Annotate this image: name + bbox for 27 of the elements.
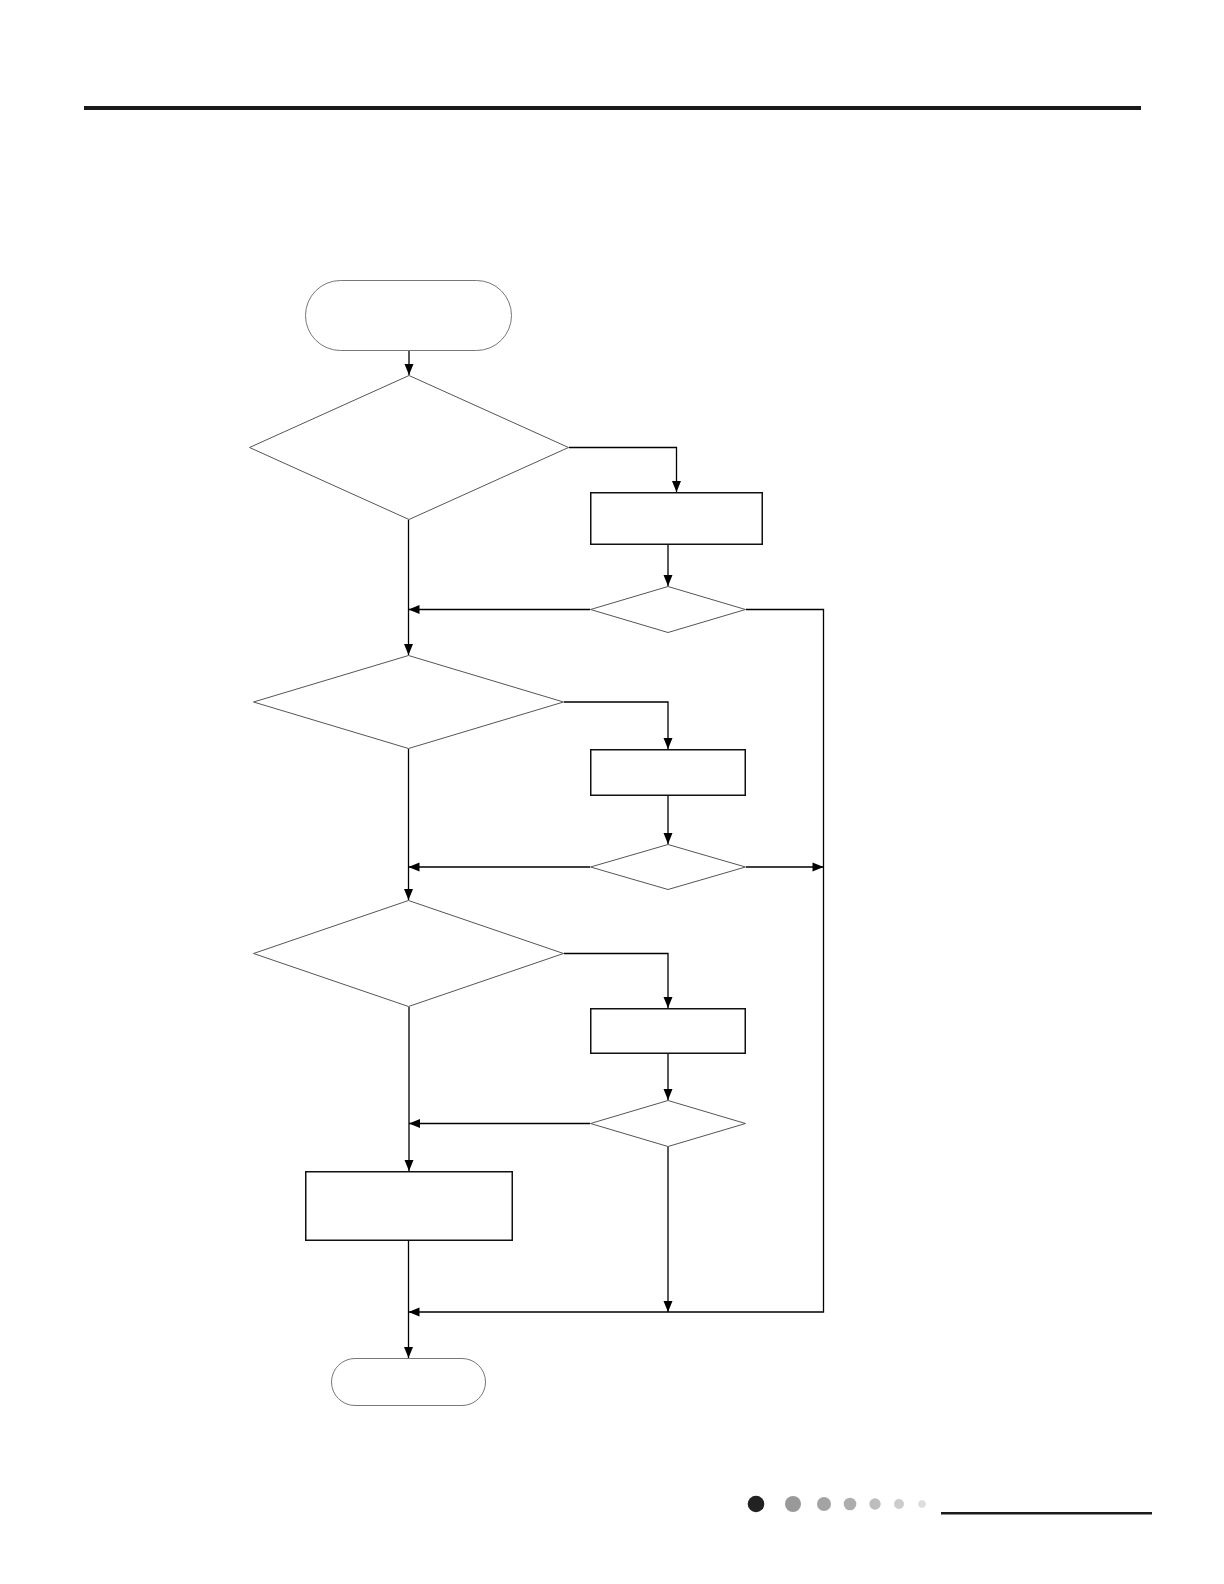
flow-arrow [407, 608, 825, 1317]
flow-arrow [404, 748, 413, 901]
decision-diamond [590, 844, 746, 890]
flow-arrow [663, 1053, 673, 1101]
process-box [305, 1171, 513, 1241]
decision-diamond [253, 655, 564, 749]
decision-diamond [249, 375, 569, 520]
decision-diamond [253, 900, 564, 1007]
decision-diamond [590, 586, 746, 633]
flow-arrow [404, 1006, 414, 1172]
process-box [590, 1008, 746, 1054]
flow-arrow [745, 862, 825, 872]
flow-arrow [407, 605, 591, 614]
flow-arrow [408, 1119, 591, 1128]
flow-arrow [563, 701, 673, 750]
flow-arrow [563, 952, 673, 1009]
process-box [590, 492, 763, 545]
decision-diamond [590, 1100, 746, 1147]
flow-arrow [663, 795, 673, 845]
flow-arrow [663, 1146, 673, 1313]
process-box [590, 749, 746, 796]
flow-arrow [568, 446, 681, 493]
flow-arrow [404, 1240, 413, 1359]
flow-arrow [404, 350, 414, 376]
flow-arrow [663, 544, 673, 587]
flow-arrow [404, 519, 413, 656]
flow-arrow [407, 862, 591, 872]
